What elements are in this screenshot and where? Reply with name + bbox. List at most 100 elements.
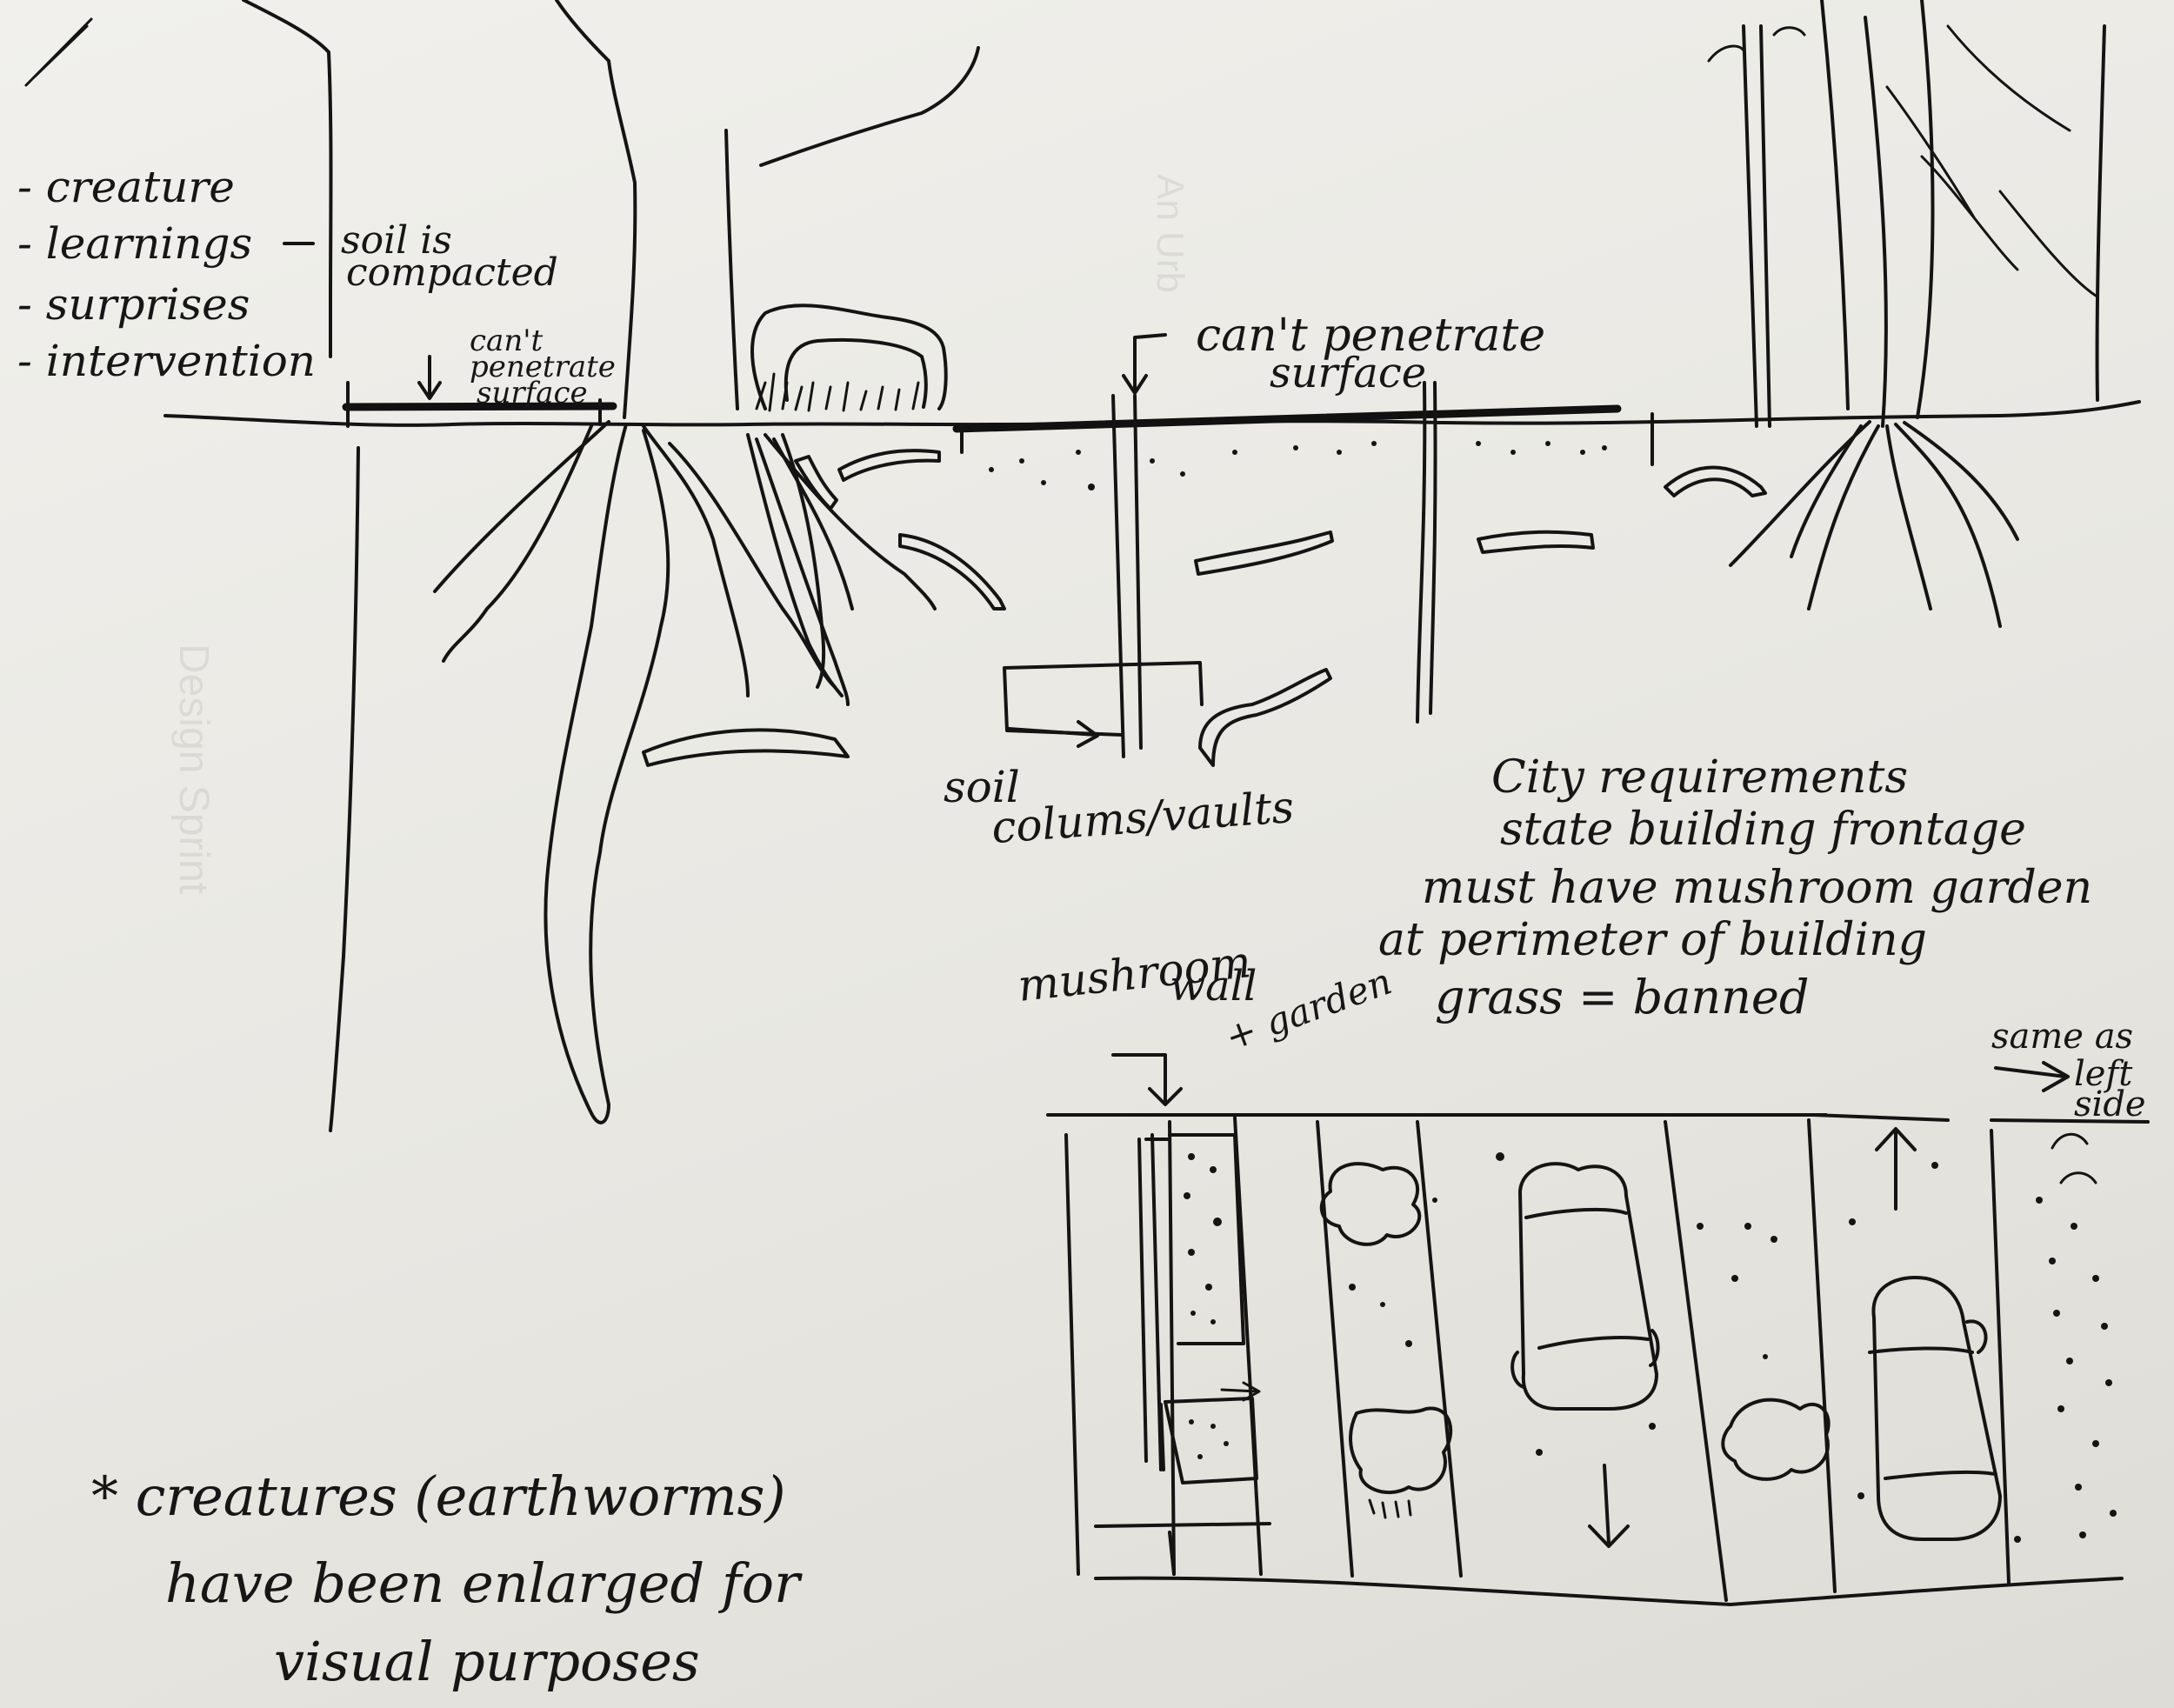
- car-2-mirror: [1965, 1319, 1988, 1354]
- left-root-1: [433, 420, 610, 593]
- right-pole-flags: [1707, 26, 1806, 63]
- earthworm-7: [1477, 530, 1595, 554]
- middle-tree-stem: [724, 129, 739, 410]
- plan-plant-3: [1721, 1398, 1831, 1481]
- right-tree-trunk: [1864, 16, 1888, 428]
- label-soil: soil: [944, 762, 1020, 812]
- earthworm-1: [642, 728, 850, 767]
- mushroom-arrow: [1111, 1053, 1183, 1106]
- vault-box-arrow: [1007, 720, 1099, 748]
- soil-speckles: [989, 441, 1607, 490]
- left-root-3: [544, 423, 670, 1124]
- same-as-arrow: [1994, 1061, 2070, 1092]
- right-tree-trunk-2: [1916, 0, 1935, 419]
- earthworm-8: [1664, 465, 1767, 497]
- city-req-line-5: grass = banned: [1435, 970, 1810, 1024]
- left-cant-penetrate-arrow: [417, 355, 442, 400]
- vault-post-left-2: [1133, 394, 1143, 750]
- label-soil-is: soil is: [341, 218, 452, 263]
- label-left: left: [2074, 1054, 2133, 1094]
- left-root-2: [442, 424, 593, 663]
- street-plan: [1046, 1113, 2150, 1606]
- car-1-body: [1518, 1162, 1658, 1411]
- plan-lane-5: [1416, 1120, 1463, 1578]
- plan-top-line: [1046, 1113, 2150, 1124]
- middle-root-5: [755, 437, 850, 706]
- plan-lane-6: [1664, 1120, 1728, 1602]
- label-same-as: same as: [1991, 1017, 2134, 1057]
- pen-mark: [24, 17, 93, 87]
- plan-bottom-stripe-2: [1168, 1531, 1176, 1576]
- label-penetrate-small: penetrate: [470, 350, 616, 384]
- right-tree-left: [1820, 0, 1850, 410]
- footnote-line-2: have been enlarged for: [165, 1551, 800, 1615]
- legend-item-learnings: - learnings: [17, 218, 253, 269]
- car-1-roof: [1524, 1207, 1650, 1350]
- plan-plant-1: [1319, 1162, 1422, 1246]
- middle-root-1: [746, 433, 844, 697]
- label-cant-penetrate-large: can't penetrate: [1196, 310, 1546, 362]
- plan-shrubs-small: [1368, 1498, 1412, 1519]
- earthworm-4: [898, 533, 1006, 610]
- earthworm-3: [837, 449, 941, 482]
- cant-penetrate-arrow: [1122, 333, 1167, 395]
- label-compacted: compacted: [346, 250, 558, 295]
- footnote-line-1: * creatures (earthworms): [91, 1464, 786, 1528]
- label-surface-large: surface: [1270, 349, 1427, 397]
- left-tree-trunk-right: [555, 0, 637, 419]
- car-2-windshield: [1868, 1346, 1974, 1354]
- legend-item-surprises: - surprises: [17, 279, 250, 330]
- earthworm-6: [1198, 668, 1332, 767]
- plan-lane-4: [1316, 1120, 1354, 1578]
- legend-item-creature: - creature: [17, 162, 235, 212]
- plan-lane-2: [1168, 1120, 1176, 1576]
- right-roots-2: [1807, 424, 1880, 610]
- city-req-line-1: City requirements: [1491, 751, 1909, 804]
- plan-bottom-stripe: [1094, 1522, 1271, 1528]
- plan-trees-right: [2051, 1132, 2097, 1184]
- label-cant-small: can't: [470, 324, 544, 358]
- arrow-down: [1588, 1464, 1630, 1548]
- mushroom-arrow-2: [1220, 1381, 1261, 1402]
- mushroom-box-bottom-back: [1159, 1403, 1165, 1471]
- right-roots-4: [1894, 423, 2002, 628]
- left-tree-trunk-left: [242, 0, 333, 358]
- city-req-line-2: state building frontage: [1500, 804, 2026, 856]
- city-req-line-4: at perimeter of building: [1378, 914, 1927, 966]
- earthworm-5: [1194, 530, 1334, 576]
- mushroom-box-top: [1168, 1133, 1245, 1345]
- plan-lane-3: [1233, 1116, 1263, 1576]
- arrow-up: [1875, 1127, 1917, 1211]
- car-2-rear: [1884, 1470, 1997, 1480]
- vault-post-right-2: [1429, 381, 1437, 715]
- vault-post-left: [1111, 394, 1125, 758]
- plan-lane-7: [1807, 1118, 1837, 1593]
- legend-dash: [283, 242, 315, 245]
- mushroom-wall: [1137, 1133, 1171, 1471]
- car-2-body: [1871, 1276, 2002, 1541]
- left-root-4: [642, 424, 750, 697]
- left-wall: [329, 446, 360, 1132]
- plan-lane-1: [1064, 1133, 1080, 1576]
- footnote-line-3: visual purposes: [274, 1630, 700, 1693]
- plan-bottom-line: [1094, 1576, 2124, 1606]
- middle-root-4: [772, 437, 854, 610]
- left-root-5: [668, 442, 837, 689]
- right-tree-branches: [1885, 24, 2097, 297]
- city-req-line-3: must have mushroom garden: [1422, 862, 2093, 914]
- vault-box: [1003, 661, 1204, 737]
- earthworms: [642, 449, 1767, 767]
- right-roots-5: [1903, 421, 2019, 541]
- earthworm-2: [794, 455, 838, 510]
- grass-tufts: [755, 372, 920, 412]
- main-pavement: [952, 404, 1622, 433]
- right-pole-1: [1742, 24, 1758, 428]
- right-roots-3: [1885, 424, 1932, 610]
- right-roots-6: [1790, 424, 1863, 558]
- plan-lane-8: [1990, 1129, 2011, 1585]
- label-surface-small: surface: [477, 376, 588, 410]
- label-wall: wall: [1170, 962, 1257, 1011]
- plan-plant-2: [1349, 1406, 1453, 1495]
